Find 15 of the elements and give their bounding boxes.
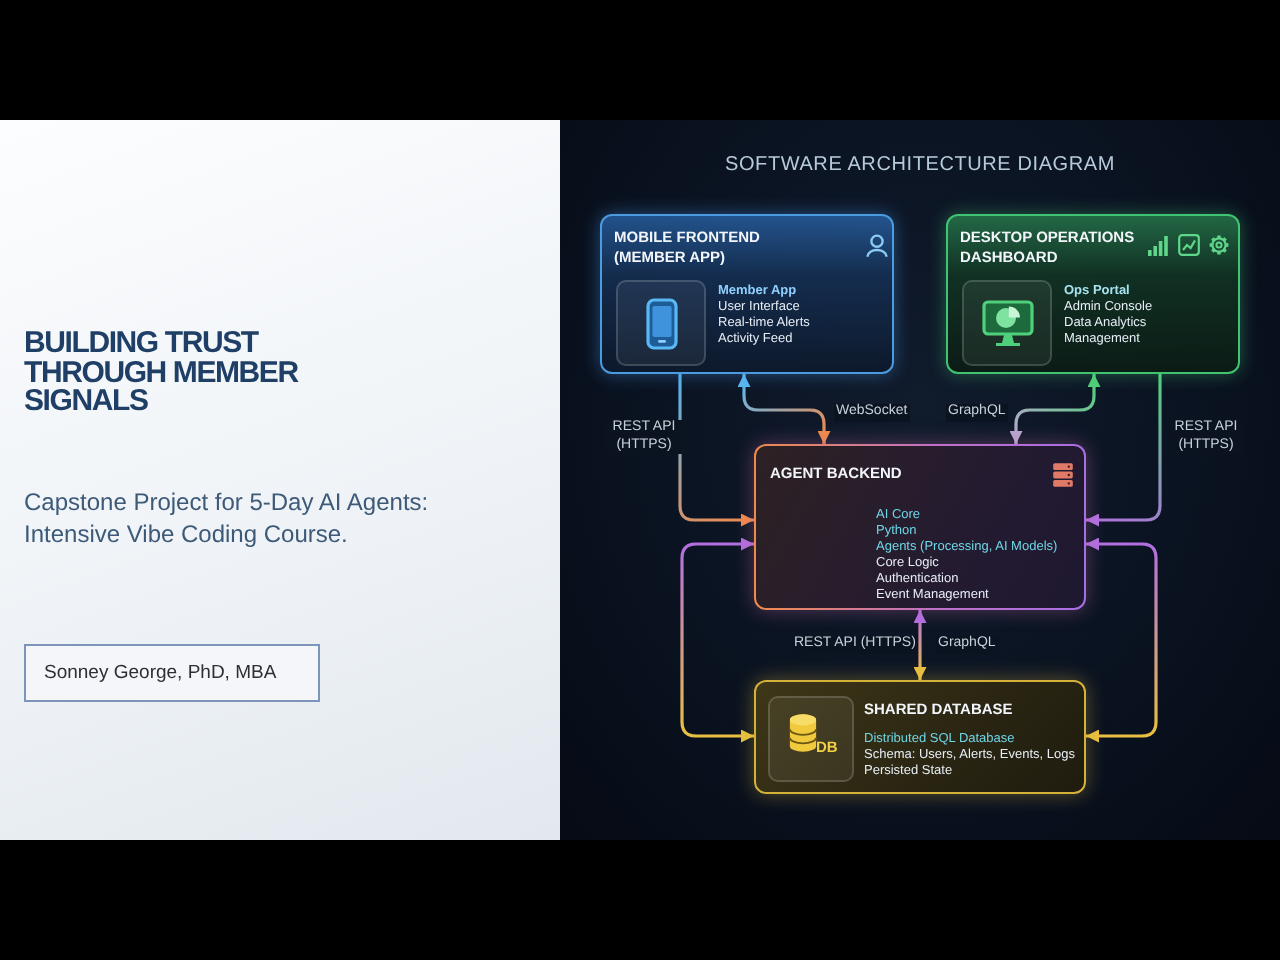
- double-arrow: [913, 608, 927, 682]
- description-text: Capstone Project for 5-Day AI Agents: Intensive Vibe Coding Course.: [24, 486, 431, 550]
- double-arrow: [680, 537, 756, 743]
- component-card: [754, 680, 1086, 794]
- arrow: [1084, 372, 1162, 527]
- double-arrow: [1084, 537, 1158, 743]
- component-card: [754, 444, 1086, 610]
- author-name: Sonney George, PhD, MBA: [44, 662, 277, 684]
- subtitle: BUILDING TRUST THROUGH MEMBER SIGNALS: [24, 330, 301, 417]
- double-arrow: [1009, 372, 1101, 446]
- diagram-title: SOFTWARE ARCHITECTURE DIAGRAM: [722, 154, 1117, 178]
- double-arrow: [737, 372, 831, 446]
- component-card: [946, 214, 1240, 374]
- component-card: [600, 214, 894, 374]
- name-badge: [24, 644, 320, 702]
